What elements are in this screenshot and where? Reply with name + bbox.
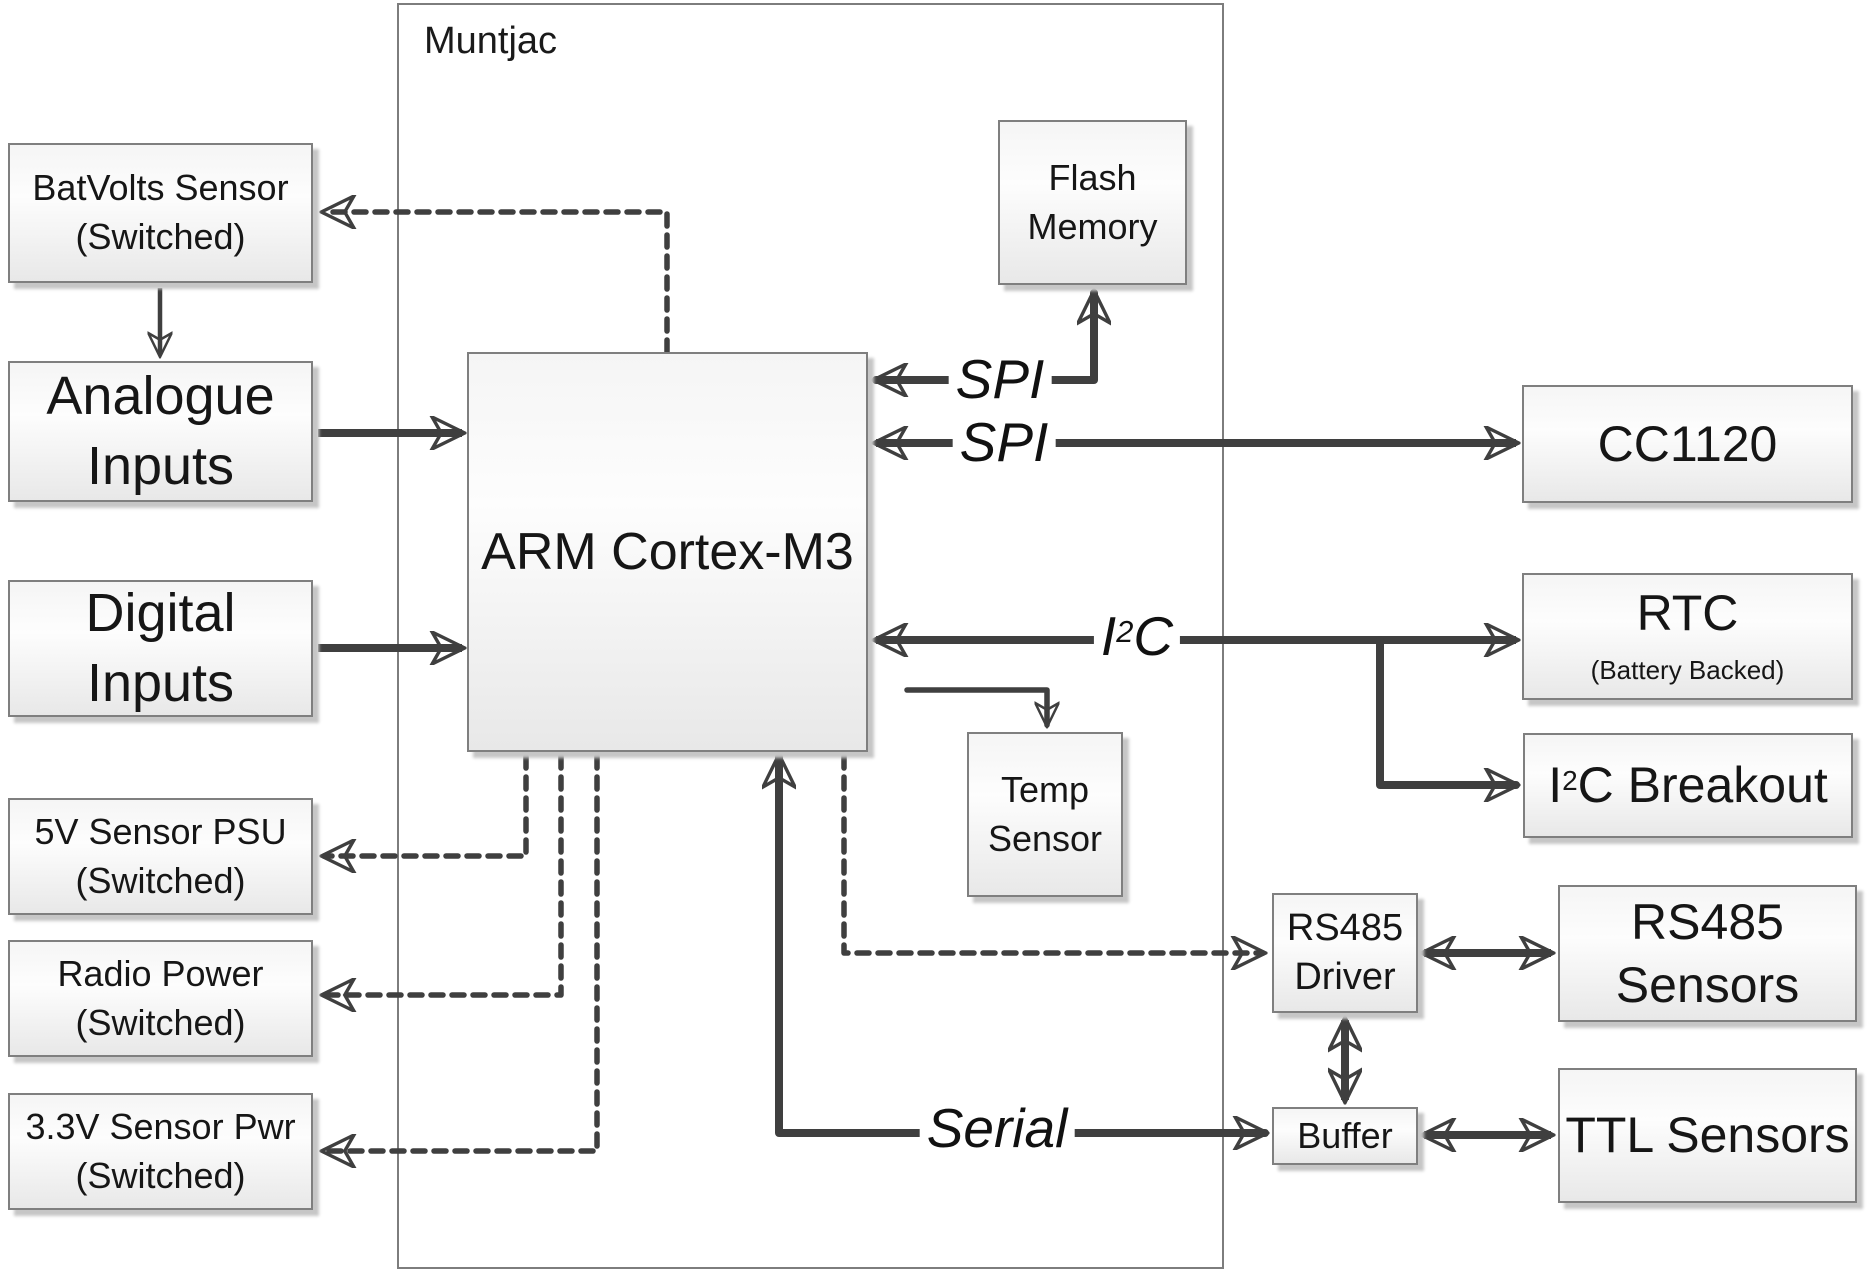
rs485-driver-box: RS485 Driver xyxy=(1272,893,1418,1013)
wire-i2c-branch-breakout xyxy=(1376,636,1516,785)
psu-5v-line2: (Switched) xyxy=(75,859,246,901)
power-3v3-box: 3.3V Sensor Pwr (Switched) xyxy=(8,1093,313,1210)
wire-dashed-arm-to-radio-power xyxy=(324,753,564,995)
buffer-label: Buffer xyxy=(1297,1115,1393,1156)
i2c-bus-base: I xyxy=(1100,605,1117,667)
digital-line1: Digital xyxy=(85,583,236,644)
muntjac-container-label: Muntjac xyxy=(424,20,558,62)
psu-5v-line1: 5V Sensor PSU xyxy=(34,810,287,852)
digital-inputs-box: Digital Inputs xyxy=(8,580,313,717)
analogue-line2: Inputs xyxy=(86,435,235,496)
cc1120-label: CC1120 xyxy=(1597,415,1778,472)
temp-line2: Sensor xyxy=(987,817,1103,859)
radio-power-line2: (Switched) xyxy=(75,1001,246,1043)
flash-line1: Flash xyxy=(1048,156,1137,198)
rtc-line1: RTC xyxy=(1636,585,1739,642)
buffer-box: Buffer xyxy=(1272,1107,1418,1165)
ttl-sensors-label: TTL Sensors xyxy=(1565,1107,1850,1163)
rs485-sensors-line2: Sensors xyxy=(1615,956,1800,1013)
radio-power-box: Radio Power (Switched) xyxy=(8,940,313,1057)
i2c-bus-sup: 2 xyxy=(1116,614,1134,650)
power-3v3-line2: (Switched) xyxy=(75,1154,246,1196)
i2c-breakout-sup: 2 xyxy=(1562,765,1578,797)
serial-bus-label: Serial xyxy=(919,1096,1075,1160)
batvolts-line1: BatVolts Sensor xyxy=(32,167,289,209)
rs485-driver-line1: RS485 xyxy=(1286,906,1404,949)
wire-dashed-arm-to-5v-psu xyxy=(324,753,529,856)
rs485-sensors-box: RS485 Sensors xyxy=(1558,885,1857,1022)
temp-sensor-box: Temp Sensor xyxy=(967,732,1123,897)
digital-line2: Inputs xyxy=(86,652,235,713)
wire-i2c-to-temp-sensor xyxy=(904,687,1047,725)
i2c-breakout-box: I2C Breakout xyxy=(1523,733,1853,838)
i2c-breakout-label: I2C Breakout xyxy=(1548,758,1828,813)
radio-power-line1: Radio Power xyxy=(57,952,264,994)
spi-cc1120-bus-label: SPI xyxy=(952,410,1056,474)
batvolts-line2: (Switched) xyxy=(75,216,246,257)
i2c-bus-label: I2C xyxy=(1093,604,1181,668)
wire-spi-flash xyxy=(876,293,1094,380)
psu-5v-box: 5V Sensor PSU (Switched) xyxy=(8,798,313,915)
rtc-line2: (Battery Backed) xyxy=(1590,655,1785,686)
power-3v3-line1: 3.3V Sensor Pwr xyxy=(25,1105,296,1147)
arm-label: ARM Cortex-M3 xyxy=(481,522,854,581)
arm-cortex-m3-box: ARM Cortex-M3 xyxy=(467,352,868,752)
i2c-breakout-base: I xyxy=(1548,757,1563,813)
flash-memory-box: Flash Memory xyxy=(998,120,1187,285)
wire-dashed-arm-to-3v3-power xyxy=(324,753,600,1151)
cc1120-box: CC1120 xyxy=(1522,385,1853,503)
i2c-breakout-rest: C Breakout xyxy=(1577,757,1828,813)
batvolts-sensor-box: BatVolts Sensor (Switched) xyxy=(8,143,313,283)
temp-line1: Temp xyxy=(1000,768,1090,810)
wire-serial-arm-buffer xyxy=(779,757,1265,1133)
i2c-bus-rest: C xyxy=(1133,605,1174,667)
analogue-inputs-box: Analogue Inputs xyxy=(8,361,313,502)
rs485-sensors-line1: RS485 xyxy=(1631,894,1784,950)
wire-dashed-arm-to-rs485-driver xyxy=(841,753,1263,953)
rtc-box: RTC (Battery Backed) xyxy=(1522,573,1853,700)
wire-dashed-arm-to-batvolts xyxy=(324,212,670,355)
rs485-driver-line2: Driver xyxy=(1294,956,1396,998)
analogue-line1: Analogue xyxy=(46,366,275,427)
flash-line2: Memory xyxy=(1027,205,1158,247)
ttl-sensors-box: TTL Sensors xyxy=(1558,1068,1857,1203)
spi-flash-bus-label: SPI xyxy=(948,347,1052,411)
